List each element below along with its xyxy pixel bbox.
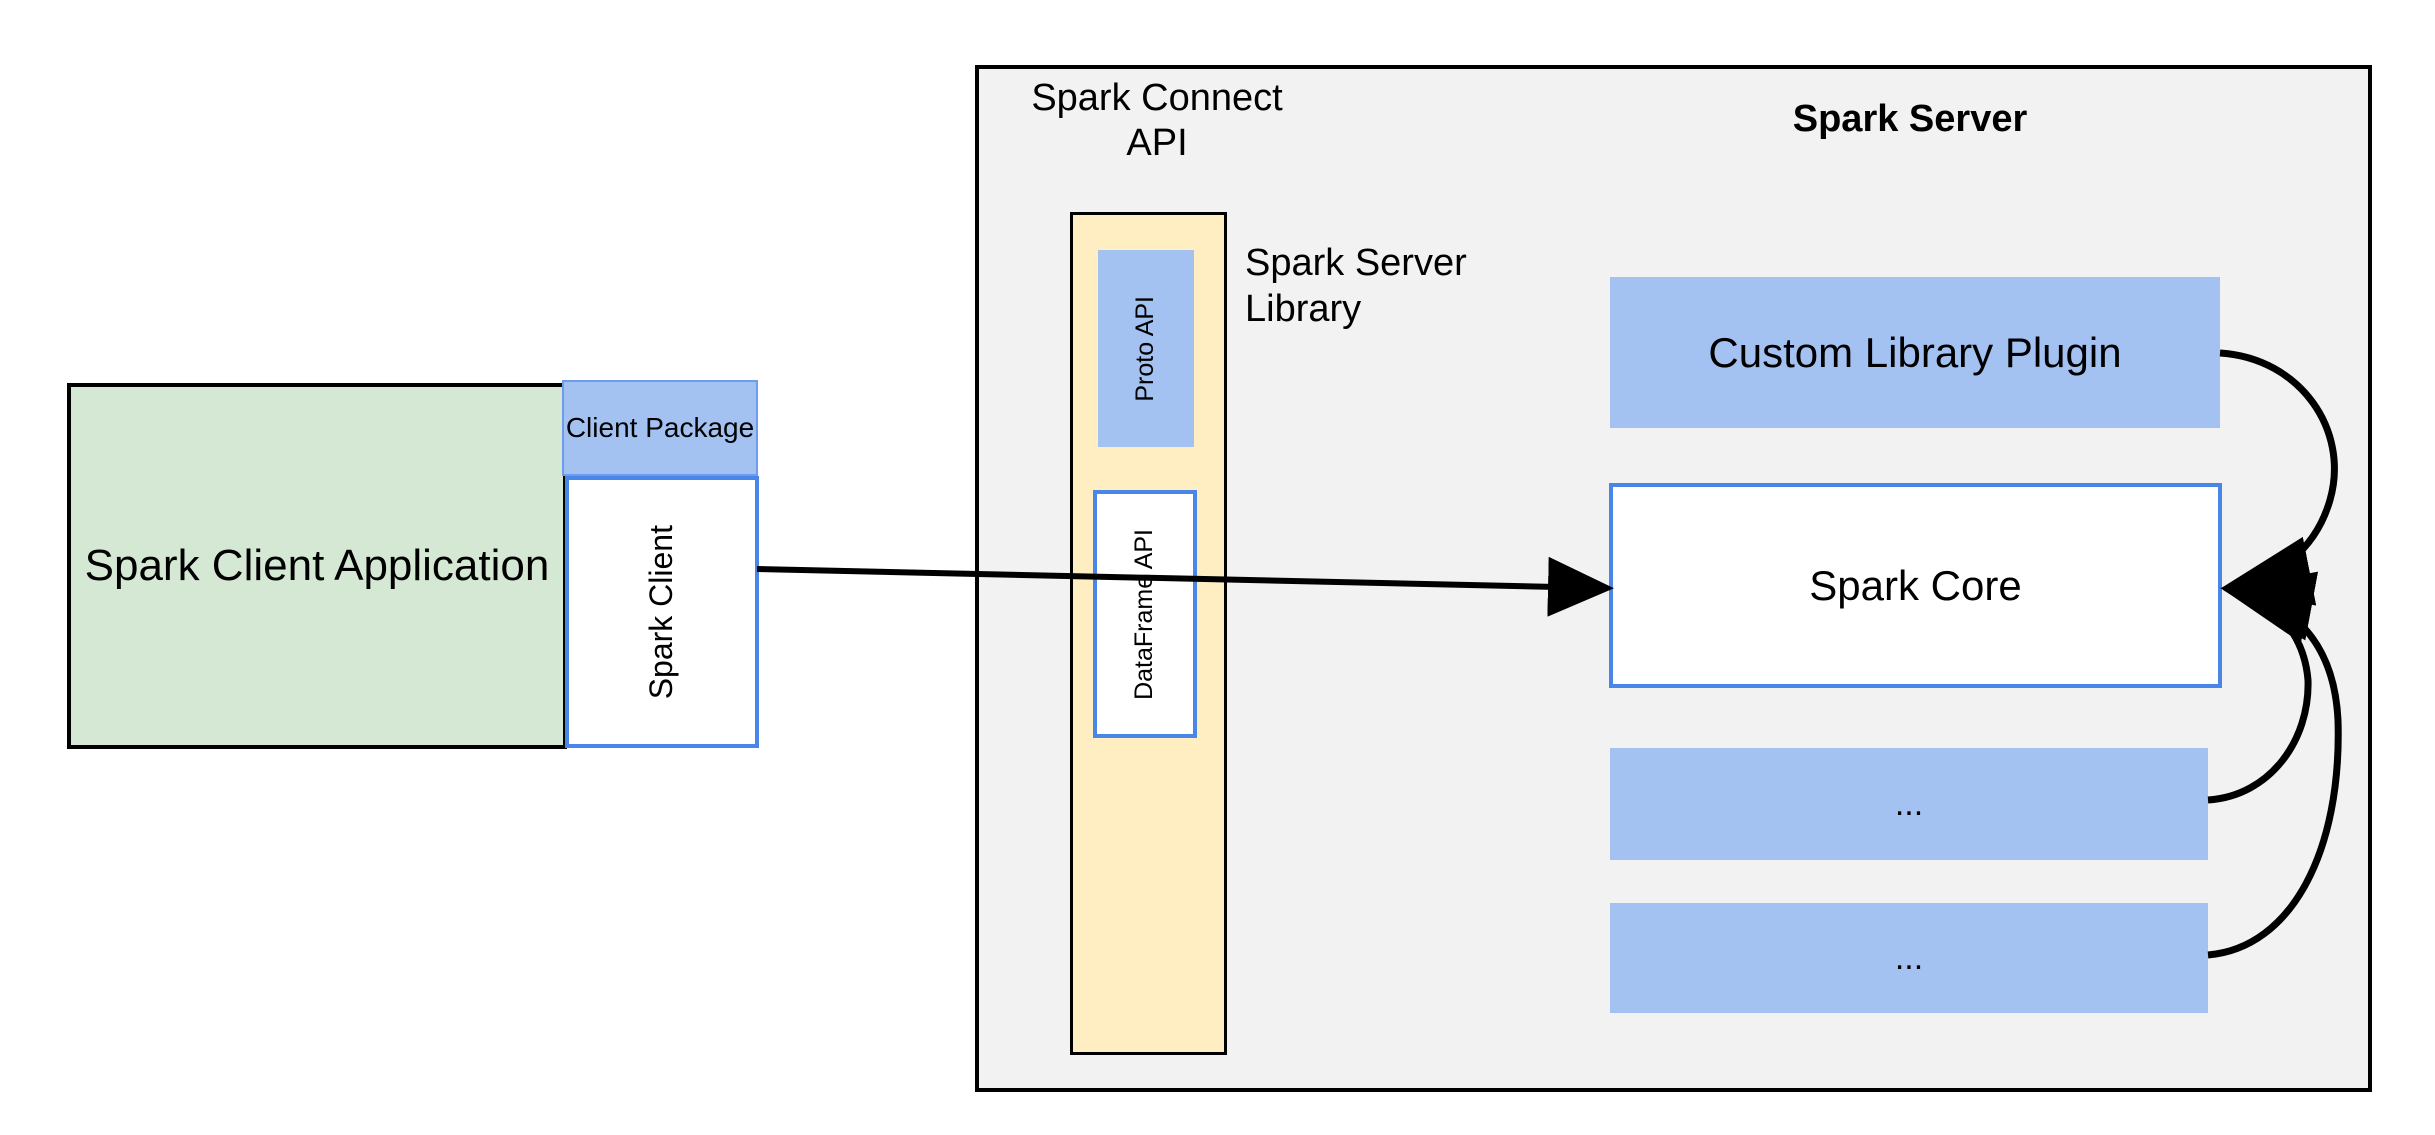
dataframe-api-box: DataFrame API [1093, 490, 1197, 738]
client-package-box: Client Package [562, 380, 758, 476]
proto-api-label: Proto API [1131, 295, 1160, 402]
spark-core-box: Spark Core [1609, 483, 2222, 688]
proto-api-box: Proto API [1098, 250, 1194, 447]
spark-client-label: Spark Client [643, 524, 680, 700]
spark-client-application-box: Spark Client Application [67, 383, 567, 749]
spark-client-box: Spark Client [565, 476, 759, 748]
custom-library-plugin-box: Custom Library Plugin [1610, 277, 2220, 428]
dataframe-api-label: DataFrame API [1130, 528, 1159, 700]
ellipsis-box-1: ... [1610, 748, 2208, 860]
spark-server-library-label: Spark Server Library [1245, 242, 1467, 331]
spark-server-title: Spark Server [1792, 97, 2028, 140]
spark-connect-api-label: Spark Connect API [1031, 77, 1283, 164]
ellipsis-box-2: ... [1610, 903, 2208, 1013]
